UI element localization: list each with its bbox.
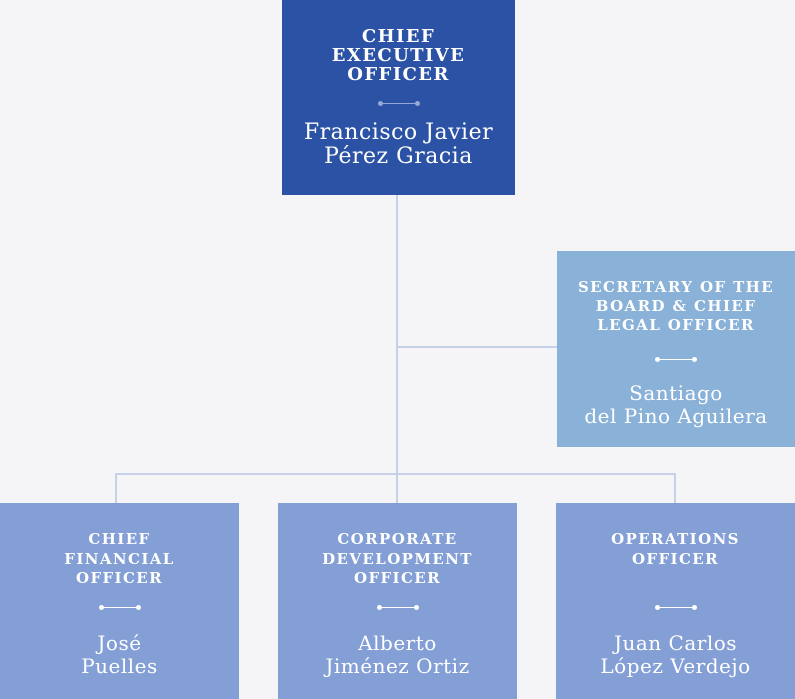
- ornament-dot: [98, 605, 104, 610]
- ornament-line: [660, 358, 692, 361]
- ornament-dot: [692, 357, 697, 362]
- node-title-coo: OPERATIONS OFFICER: [611, 530, 740, 568]
- connector-secretary-branch: [396, 346, 557, 348]
- node-title-cfo: CHIEF FINANCIAL OFFICER: [64, 530, 175, 587]
- connector-drop-cfo: [115, 473, 117, 503]
- node-title-secretary: SECRETARY OF THE BOARD & CHIEF LEGAL OFF…: [577, 278, 775, 334]
- connector-children-bar: [115, 473, 676, 475]
- node-name-cfo: José Puelles: [81, 631, 158, 678]
- org-node-secretary: SECRETARY OF THE BOARD & CHIEF LEGAL OFF…: [557, 251, 795, 447]
- ornament-line: [103, 606, 136, 609]
- node-name-cdo: Alberto Jiménez Ortiz: [325, 631, 470, 678]
- ornament-dot: [377, 101, 383, 106]
- connector-ceo-vertical: [396, 195, 398, 503]
- ornament-dot: [413, 605, 419, 610]
- ornament-dot: [376, 605, 382, 610]
- divider-ornament: [376, 605, 419, 610]
- divider-ornament: [655, 357, 697, 362]
- org-node-coo: OPERATIONS OFFICER Juan Carlos López Ver…: [556, 503, 795, 699]
- divider-ornament: [654, 605, 697, 610]
- divider-ornament: [98, 605, 141, 610]
- node-name-secretary: Santiago del Pino Aguilera: [584, 381, 768, 428]
- node-name-coo: Juan Carlos López Verdejo: [600, 631, 751, 678]
- node-name-ceo: Francisco Javier Pérez Gracia: [303, 120, 494, 169]
- ornament-line: [381, 606, 414, 609]
- org-node-ceo: CHIEF EXECUTIVE OFFICER Francisco Javier…: [282, 0, 515, 195]
- ornament-dot: [414, 101, 420, 106]
- ornament-dot: [654, 605, 660, 610]
- ornament-line: [382, 102, 415, 105]
- org-node-cdo: CORPORATE DEVELOPMENT OFFICER Alberto Ji…: [278, 503, 517, 699]
- org-node-cfo: CHIEF FINANCIAL OFFICER José Puelles: [0, 503, 239, 699]
- divider-ornament: [377, 101, 420, 106]
- node-title-ceo: CHIEF EXECUTIVE OFFICER: [331, 26, 466, 85]
- ornament-dot: [135, 605, 141, 610]
- ornament-dot: [691, 605, 697, 610]
- connector-drop-coo: [674, 473, 676, 503]
- ornament-line: [659, 606, 692, 609]
- ornament-dot: [655, 357, 660, 362]
- node-title-cdo: CORPORATE DEVELOPMENT OFFICER: [322, 530, 473, 587]
